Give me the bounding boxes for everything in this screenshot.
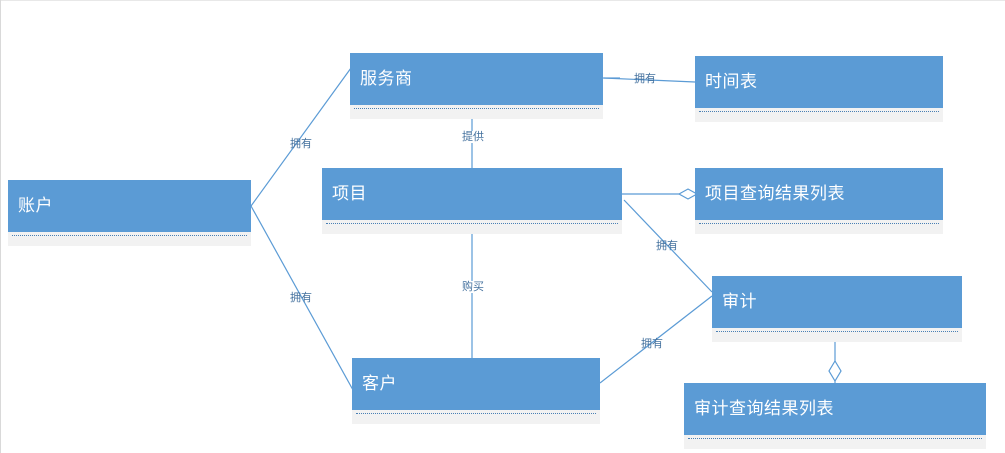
- page-left-rule: [0, 0, 1, 453]
- node-provider[interactable]: 服务商: [350, 53, 603, 119]
- compartment-divider: [699, 111, 939, 112]
- compartment-divider: [326, 223, 618, 224]
- compartment-divider: [354, 108, 599, 109]
- node-audit-band: 审计: [712, 276, 962, 328]
- edge-account-customer: [250, 205, 354, 391]
- edge-provider-timesheet: [602, 77, 696, 83]
- compartment-divider: [688, 438, 982, 439]
- edge-account-provider: [250, 67, 352, 207]
- edge-label-project-audit: 拥有: [656, 239, 678, 252]
- page-top-rule: [0, 0, 1005, 1]
- node-audit-compartment: [712, 328, 962, 342]
- node-project-label: 项目: [332, 183, 367, 204]
- compartment-divider: [716, 331, 958, 332]
- aggregation-diamond-icon-auditquery: [828, 359, 842, 383]
- node-provider-label: 服务商: [360, 68, 413, 89]
- edge-label-project-customer: 购买: [460, 280, 486, 293]
- node-account-compartment: [8, 232, 251, 246]
- node-timesheet-compartment: [695, 108, 943, 122]
- edge-label-provider-project: 提供: [460, 130, 486, 143]
- node-project-compartment: [322, 220, 622, 234]
- node-provider-compartment: [350, 105, 603, 119]
- node-project[interactable]: 项目: [322, 168, 622, 234]
- node-customer-band: 客户: [352, 358, 600, 410]
- node-account[interactable]: 账户: [8, 180, 251, 246]
- node-audit-query-compartment: [684, 435, 986, 449]
- node-customer-label: 客户: [362, 373, 397, 394]
- node-audit-query-band: 审计查询结果列表: [684, 383, 986, 435]
- node-audit-label: 审计: [722, 291, 757, 312]
- node-project-query-result-list[interactable]: 项目查询结果列表: [695, 168, 943, 234]
- compartment-divider: [12, 235, 247, 236]
- edge-label-account-customer: 拥有: [290, 291, 312, 304]
- edge-label-customer-audit: 拥有: [641, 337, 663, 350]
- node-account-band: 账户: [8, 180, 251, 232]
- node-customer-compartment: [352, 410, 600, 424]
- node-audit[interactable]: 审计: [712, 276, 962, 342]
- edge-label-provider-timesheet: 拥有: [634, 72, 656, 85]
- node-account-label: 账户: [18, 195, 53, 216]
- node-timesheet-band: 时间表: [695, 56, 943, 108]
- node-project-band: 项目: [322, 168, 622, 220]
- compartment-divider: [356, 413, 596, 414]
- node-provider-band: 服务商: [350, 53, 603, 105]
- node-customer[interactable]: 客户: [352, 358, 600, 424]
- node-project-query-label: 项目查询结果列表: [705, 183, 845, 204]
- node-project-query-compartment: [695, 220, 943, 234]
- compartment-divider: [699, 223, 939, 224]
- edge-label-account-provider: 拥有: [290, 137, 312, 150]
- node-audit-query-result-list[interactable]: 审计查询结果列表: [684, 383, 986, 449]
- edge-project-audit: [623, 199, 713, 293]
- node-project-query-band: 项目查询结果列表: [695, 168, 943, 220]
- edge-customer-audit: [599, 295, 713, 384]
- node-timesheet-label: 时间表: [705, 71, 758, 92]
- node-timesheet[interactable]: 时间表: [695, 56, 943, 122]
- node-audit-query-label: 审计查询结果列表: [694, 398, 834, 419]
